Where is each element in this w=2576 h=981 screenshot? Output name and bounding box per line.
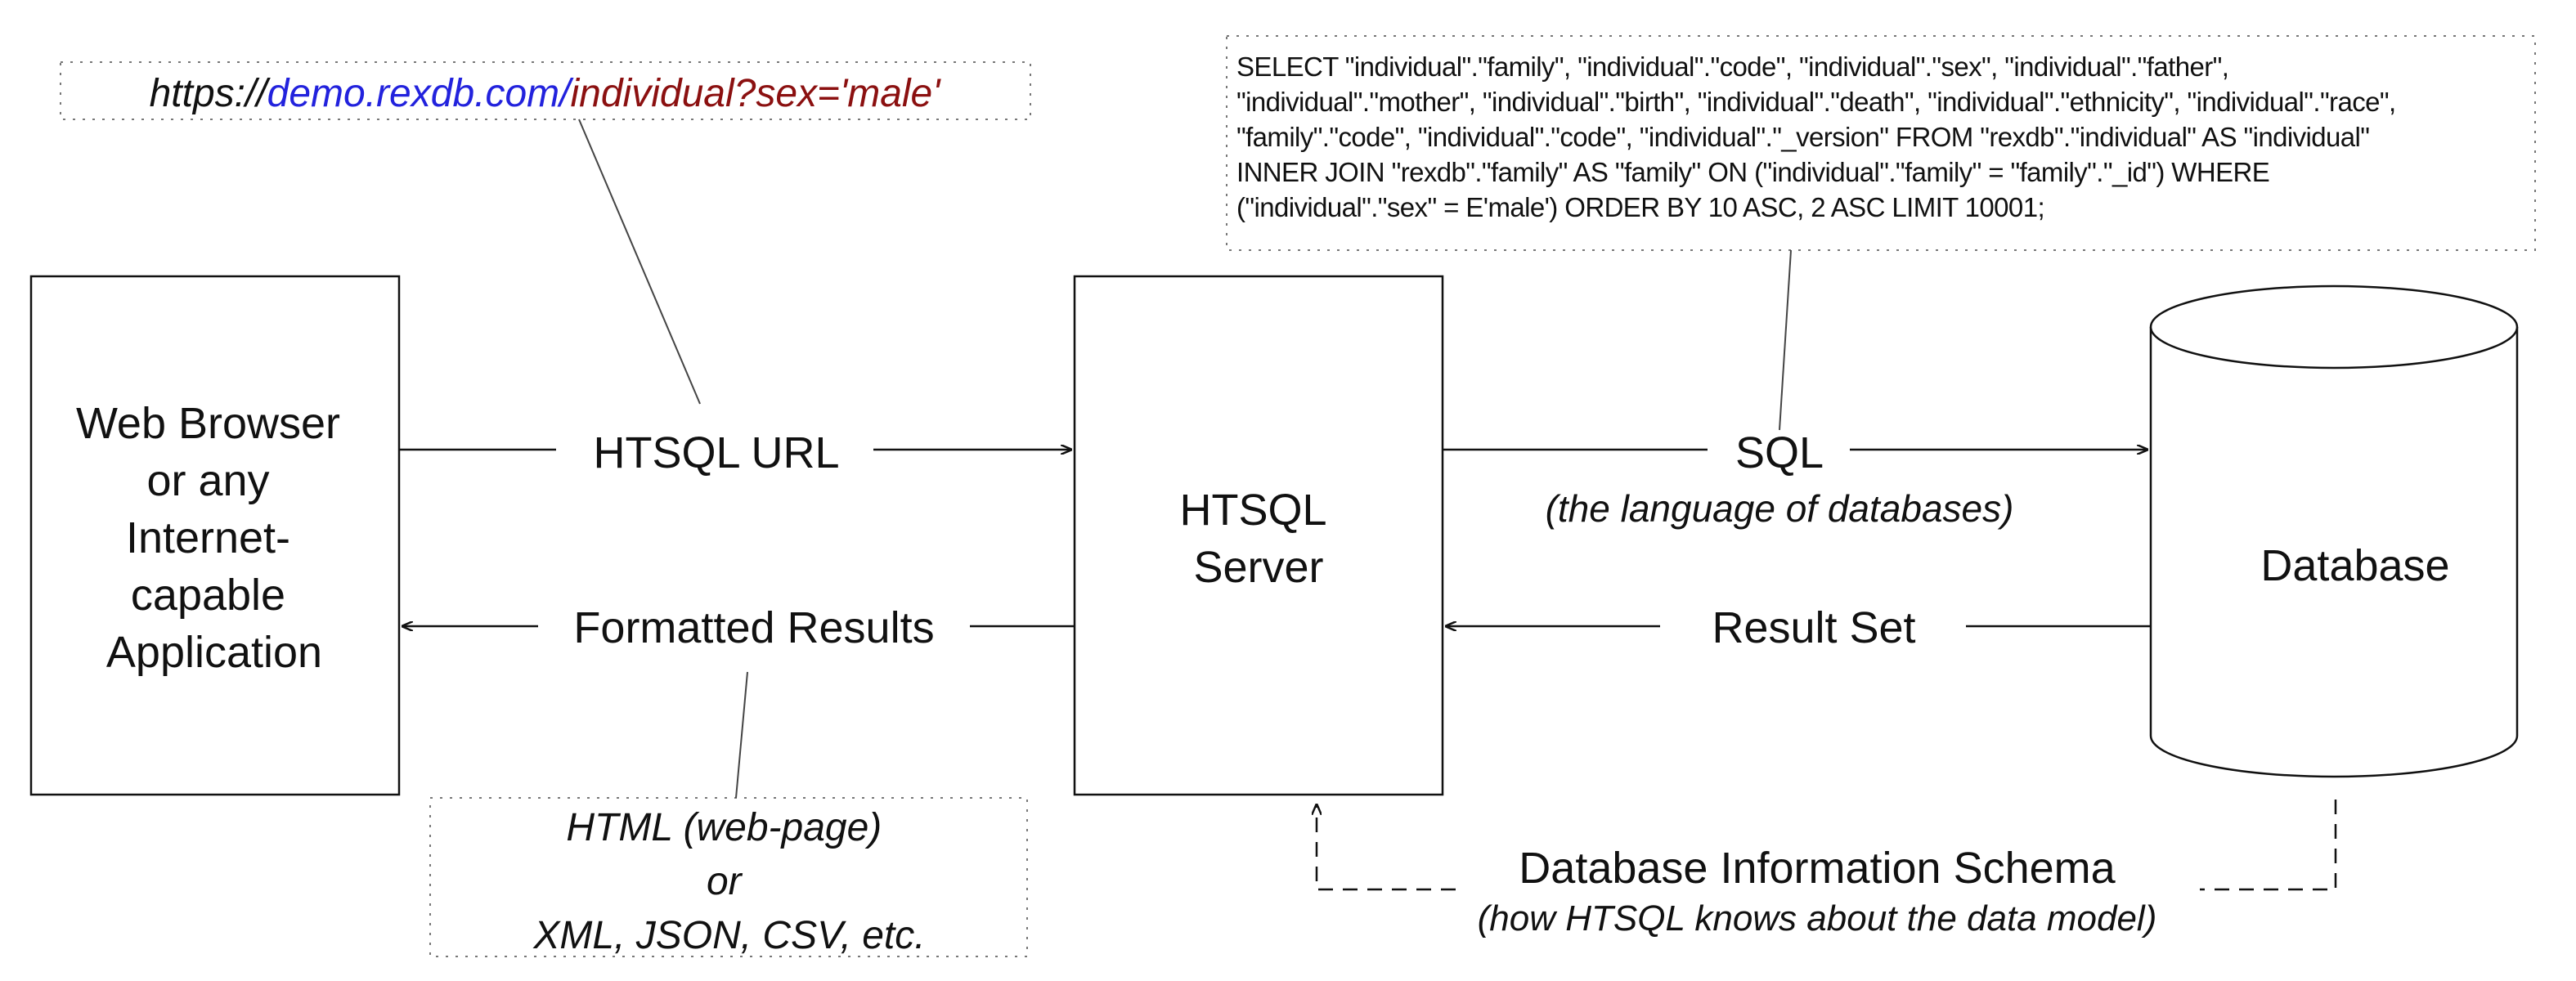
database-label: Database [2260,541,2449,590]
url-host: demo.rexdb.com/ [267,72,574,115]
htsql-server-box [1073,275,1444,796]
sql-line: "individual"."mother", "individual"."bir… [1236,87,2396,117]
web-browser-box [29,275,401,796]
sql-label: SQL [1735,428,1824,477]
url-leader-line [578,119,701,405]
schema-dashed-line-right [2200,800,2337,891]
formats-leader-line [735,671,748,799]
url-callout-box [60,61,1031,120]
web-browser-label: Web Browser or any Internet- capable App… [76,399,352,677]
url-scheme: https:// [150,72,272,115]
url-callout-text: https://demo.rexdb.com/individual?sex='m… [150,72,942,115]
schema-note: (how HTSQL knows about the data model) [1478,898,2157,938]
result-set-label: Result Set [1712,603,1915,652]
sql-line: SELECT "individual"."family", "individua… [1236,52,2229,82]
htsql-url-label: HTSQL URL [593,428,839,477]
schema-dashed-arrow [1317,804,1456,891]
url-path: individual?sex='male' [570,72,941,115]
sql-leader-line [1779,249,1792,431]
schema-label: Database Information Schema [1519,844,2116,893]
formats-callout-text: HTML (web-page) or XML, JSON, CSV, etc. [532,806,925,957]
sql-note: (the language of databases) [1546,487,2014,530]
sql-line: INNER JOIN "rexdb"."family" AS "family" … [1236,157,2270,187]
database-cylinder [2149,284,2519,778]
sql-line: ("individual"."sex" = E'male') ORDER BY … [1236,192,2045,222]
sql-callout-box [1226,35,2536,251]
sql-line: "family"."code", "individual"."code", "i… [1236,122,2370,152]
sql-callout-text: SELECT "individual"."family", "individua… [1236,49,2512,225]
htsql-server-label: HTSQL Server [1179,486,1337,592]
formatted-results-label: Formatted Results [573,603,934,652]
